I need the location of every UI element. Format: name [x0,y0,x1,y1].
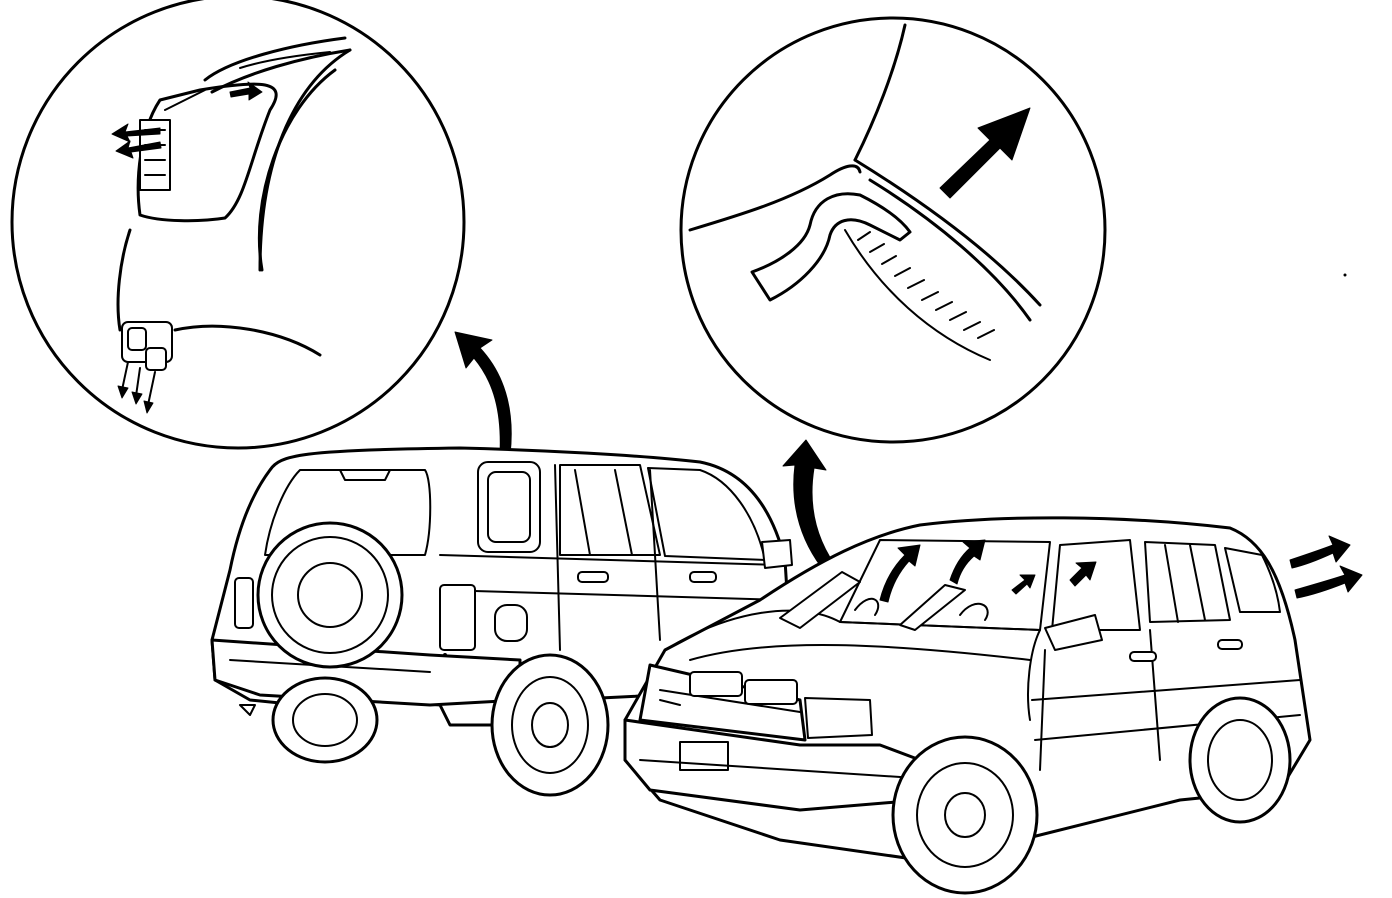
roof-arrow-4-icon [1069,561,1097,587]
weatherstrip-icon [750,192,995,361]
roof-arrow-3-icon [1011,574,1036,595]
rear-arrow-upper-icon [1289,535,1351,569]
detail-circle-left [10,0,466,450]
arrow-to-detail-left-icon [454,331,512,456]
stray-dot [1343,273,1347,277]
detail-circle-right [679,16,1107,444]
rear-arrow-lower-icon [1294,565,1363,599]
arrow-to-detail-right-icon [782,439,841,581]
roof-arrow-1-icon [879,544,921,603]
roof-arrow-2-icon [949,539,986,585]
rear-vehicle [210,446,793,797]
clip-lower-icon [121,321,173,371]
front-vehicle [623,516,1312,895]
clip-removal-arrows-icon [111,81,263,414]
stray-dot [443,653,447,657]
big-pull-arrow-icon [939,107,1031,199]
